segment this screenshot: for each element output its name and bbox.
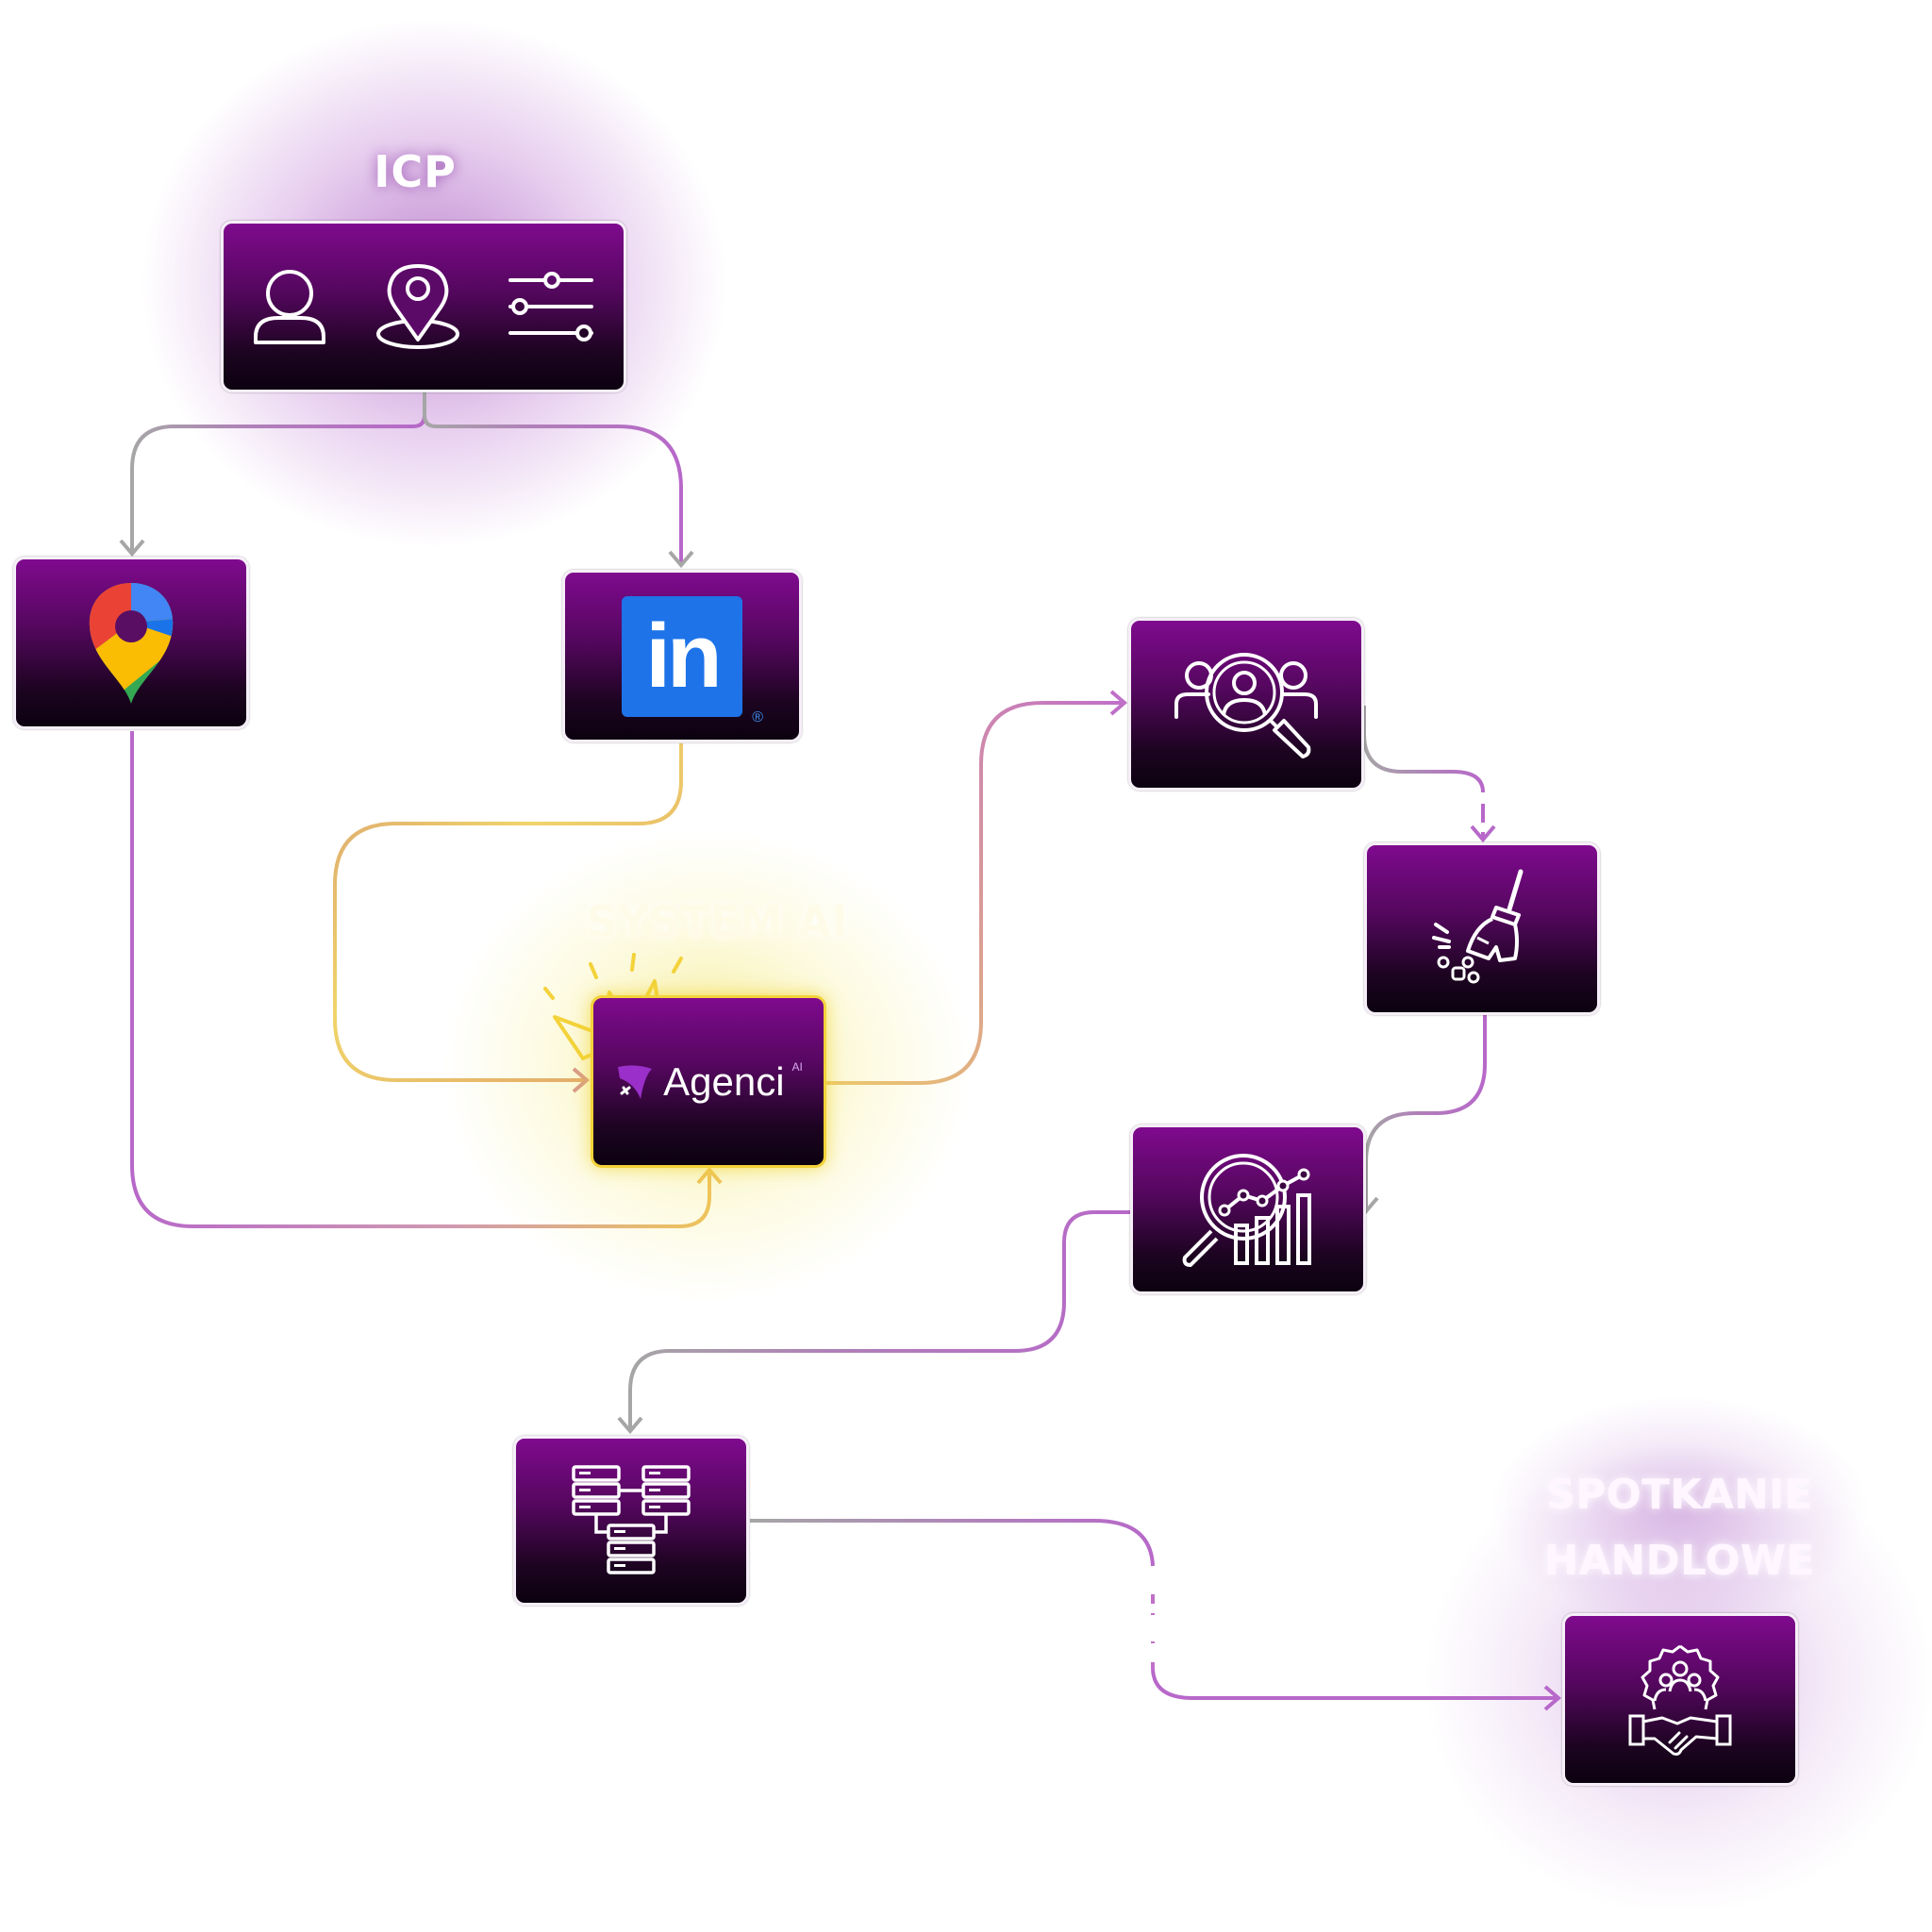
agenci-logo-icon [618, 1064, 653, 1099]
connector-linkedin-agenci [333, 743, 683, 1082]
linkedin-registered-mark: ® [752, 708, 763, 725]
linkedin-icon: in ® [622, 595, 763, 725]
icp-node[interactable] [221, 221, 626, 392]
broom-icon [1432, 869, 1524, 983]
connector-icp-linkedin [423, 392, 683, 563]
handshake-team-icon [1628, 1644, 1732, 1756]
agenci-ai-mark: AI [791, 1059, 803, 1074]
data-cleaning-node[interactable] [1364, 842, 1600, 1015]
connector-audience-cleaning [1362, 706, 1485, 793]
sales-meeting-node[interactable] [1562, 1613, 1798, 1786]
connector-icp-maps [130, 392, 426, 552]
data-analysis-node[interactable] [1130, 1124, 1366, 1294]
linkedin-letters: in [645, 605, 722, 707]
linkedin-node[interactable]: in ® [562, 570, 802, 742]
agenci-wordmark: Agenci [663, 1058, 785, 1104]
google-maps-node[interactable] [13, 557, 249, 729]
agenci-ai-node[interactable]: Agenci AI [591, 995, 826, 1168]
connector-agenci-audience [824, 701, 1123, 1085]
connector-cleaning-analysis [1364, 1015, 1487, 1209]
connector-maps-agenci [130, 731, 711, 1228]
agenci-logo: Agenci AI [614, 1059, 803, 1105]
connector-database-meeting [750, 1519, 1155, 1567]
google-maps-icon [89, 582, 174, 704]
icp-title: ICP [374, 146, 457, 197]
audience-search-node[interactable] [1128, 618, 1364, 791]
meeting-title: SPOTKANIE HANDLOWE [1543, 1471, 1815, 1585]
audience-search-icon [1174, 652, 1318, 758]
server-database-icon [572, 1465, 691, 1574]
user-icon [254, 270, 325, 344]
connector-analysis-database [628, 1210, 1130, 1429]
analytics-icon [1182, 1154, 1311, 1267]
database-node[interactable] [513, 1436, 749, 1606]
location-pin-icon [376, 264, 459, 349]
sliders-icon [508, 272, 593, 341]
system-ai-title: SYSTEM AI [586, 896, 848, 947]
